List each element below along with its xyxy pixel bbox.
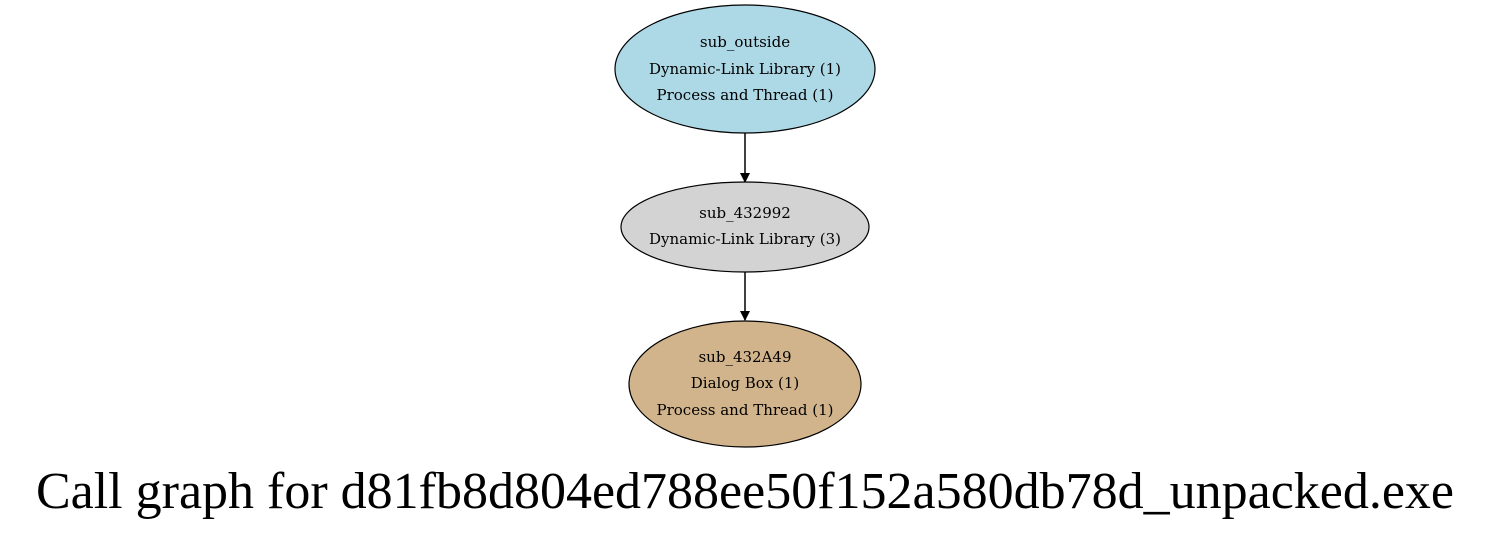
node-sub-outside-label-2: Process and Thread (1) (657, 86, 834, 104)
node-sub-432a49-shape (628, 320, 862, 448)
node-sub-432992-label-1: Dynamic-Link Library (3) (649, 230, 841, 248)
node-sub-outside-label-1: Dynamic-Link Library (1) (649, 60, 841, 78)
node-sub-432992-name: sub_432992 (699, 204, 791, 222)
node-sub-432992-shape (620, 181, 870, 273)
node-sub-432992[interactable]: sub_432992 Dynamic-Link Library (3) (620, 181, 870, 273)
node-sub-432a49-label-2: Process and Thread (1) (657, 401, 834, 419)
node-sub-outside[interactable]: sub_outside Dynamic-Link Library (1) Pro… (614, 4, 876, 134)
node-sub-432a49-name: sub_432A49 (698, 348, 791, 366)
node-sub-outside-shape (614, 4, 876, 134)
graph-title: Call graph for d81fb8d804ed788ee50f152a5… (36, 463, 1454, 520)
node-sub-432a49[interactable]: sub_432A49 Dialog Box (1) Process and Th… (628, 320, 862, 448)
node-sub-432a49-label-1: Dialog Box (1) (691, 374, 800, 392)
node-sub-outside-name: sub_outside (700, 33, 790, 51)
